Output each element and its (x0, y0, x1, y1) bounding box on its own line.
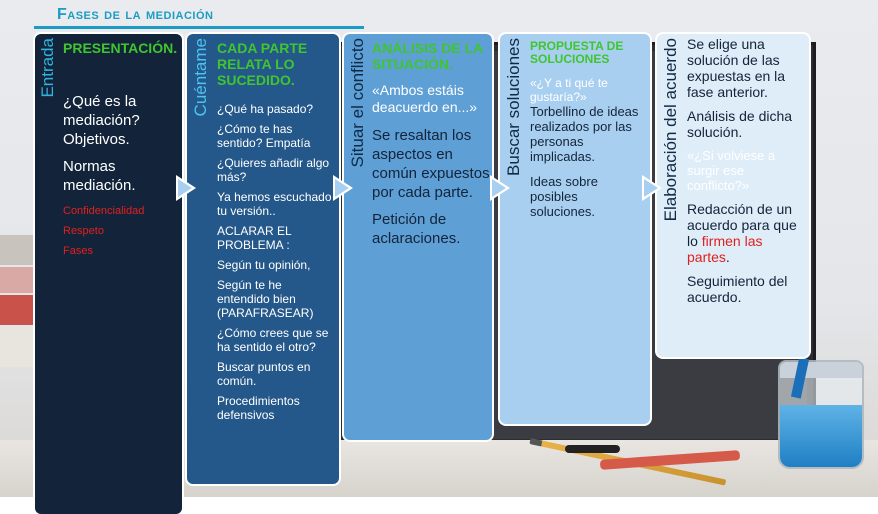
title-underline (34, 26, 364, 29)
phase-card-situar: Situar el conflicto ANÁLISIS DE LA SITUA… (344, 34, 492, 440)
red-item: Confidencialidad (63, 205, 145, 217)
red-item: Fases (63, 245, 93, 257)
phase-quote: «Ambos estáis deacuerdo en...» (372, 82, 478, 115)
page-title: Fases de la mediación (57, 6, 214, 23)
arrow-icon (490, 175, 510, 201)
phase-line: Análisis de dicha solución. (687, 108, 793, 140)
phase-heading: CADA PARTE RELATA LO SUCEDIDO. (217, 40, 308, 88)
phase-card-cuentame: Cuéntame CADA PARTE RELATA LO SUCEDIDO. … (187, 34, 339, 484)
list-item: ¿Cómo crees que se ha sentido el otro? (217, 326, 329, 354)
arrow-icon (176, 175, 196, 201)
phase-line: Torbellino de ideas realizados por las p… (530, 104, 639, 164)
list-item: ACLARAR EL PROBLEMA : (217, 224, 292, 252)
phase-heading: PROPUESTA DE SOLUCIONES (530, 39, 624, 66)
phase-line: Se resaltan los aspectos en común expues… (372, 127, 490, 201)
phase-card-entrada: Entrada PRESENTACIÓN. ¿Qué es la mediaci… (35, 34, 182, 514)
list-item: ¿Qué ha pasado? (217, 102, 314, 116)
list-item: Ya hemos escuchado tu versión.. (217, 190, 332, 218)
paint-jar (778, 360, 864, 469)
phase-heading: ANÁLISIS DE LA SITUACIÓN. (372, 40, 483, 72)
books-decoration (0, 235, 36, 450)
phase-quote: «¿Si volviese a surgir ese conflicto?» (687, 148, 776, 193)
list-item: ¿Quieres añadir algo más? (217, 156, 330, 184)
red-item: Respeto (63, 225, 104, 237)
phase-line: Normas mediación. (63, 158, 136, 194)
phase-line: Ideas sobre posibles soluciones. (530, 174, 598, 219)
list-item: ¿Cómo te has sentido? Empatía (217, 122, 311, 150)
agreement-text: Redacción de un acuerdo para que lo firm… (687, 201, 797, 265)
arrow-icon (333, 175, 353, 201)
phase-side-label: Entrada (38, 38, 57, 98)
phase-line: Seguimiento del acuerdo. (687, 273, 788, 305)
marker-decoration (565, 445, 620, 453)
arrow-icon (642, 175, 662, 201)
phase-line: Se elige una solución de las expuestas e… (687, 36, 786, 100)
phase-quote: «¿Y a ti qué te gustaría?» (530, 76, 608, 104)
list-item: Según te he entendido bien (PARAFRASEAR) (217, 278, 314, 320)
phase-card-elaboracion: Elaboración del acuerdo Se elige una sol… (657, 34, 809, 357)
phase-side-label: Cuéntame (191, 38, 210, 117)
phase-card-buscar: Buscar soluciones PROPUESTA DE SOLUCIONE… (500, 34, 650, 424)
phase-side-label: Buscar soluciones (504, 38, 523, 176)
phase-side-label: Situar el conflicto (348, 38, 367, 168)
phase-line: ¿Qué es la mediación? Objetivos. (63, 93, 140, 148)
list-item: Procedimientos defensivos (217, 394, 300, 422)
phase-side-label: Elaboración del acuerdo (661, 38, 680, 222)
phase-heading: PRESENTACIÓN. (63, 40, 178, 56)
phase-line: Petición de aclaraciones. (372, 211, 461, 247)
list-item: Buscar puntos en común. (217, 360, 311, 388)
list-item: Según tu opinión, (217, 258, 311, 272)
